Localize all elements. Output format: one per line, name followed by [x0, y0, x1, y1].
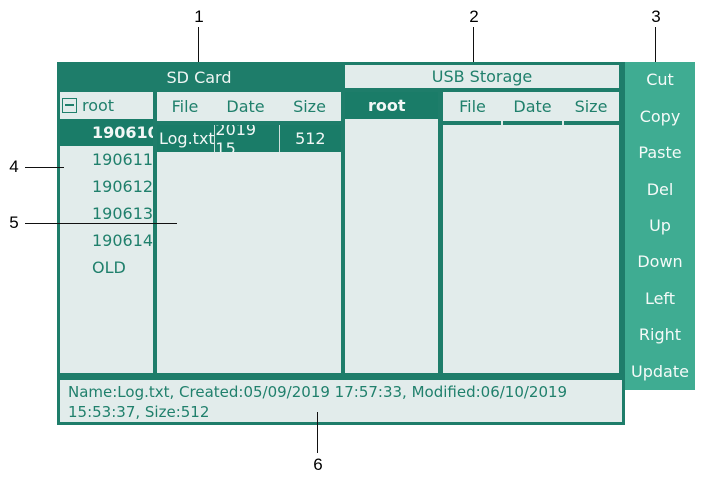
- sd-file-row-logtxt[interactable]: Log.txt 2019 15 512: [157, 125, 341, 152]
- file-size-cell: 512: [278, 125, 341, 152]
- callout-1: 1: [194, 7, 204, 26]
- cut-button[interactable]: Cut: [646, 70, 674, 90]
- callout-6: 6: [313, 455, 323, 474]
- right-button[interactable]: Right: [638, 325, 682, 345]
- sd-tree-item-190613[interactable]: 190613: [92, 204, 153, 223]
- file-name-cell: Log.txt: [159, 129, 215, 148]
- callout-2: 2: [469, 7, 479, 26]
- sd-tree-root-label: root: [82, 96, 115, 115]
- usb-col-date: Date: [513, 97, 552, 116]
- callout-5-line: [25, 223, 177, 225]
- paste-button[interactable]: Paste: [638, 143, 682, 163]
- copy-button[interactable]: Copy: [639, 106, 681, 126]
- sd-tree-item-190614[interactable]: 190614: [92, 231, 153, 250]
- usb-file-list: File Date Size: [443, 92, 619, 373]
- usb-tree-root[interactable]: root: [345, 92, 438, 119]
- file-date-cell: 2019 15: [214, 125, 278, 152]
- usb-storage-tab[interactable]: USB Storage: [345, 65, 619, 88]
- callout-4: 4: [9, 157, 19, 176]
- callout-6-line: [317, 412, 319, 453]
- callout-3: 3: [651, 7, 661, 26]
- callout-1-line: [198, 27, 200, 63]
- callout-4-line: [25, 167, 64, 169]
- usb-col-size: Size: [574, 97, 608, 116]
- left-button[interactable]: Left: [644, 288, 676, 308]
- sd-tree-item-190612[interactable]: 190612: [92, 177, 153, 196]
- collapse-minus-icon[interactable]: [62, 98, 77, 113]
- action-button-panel: Cut Copy Paste Del Up Down Left Right Up…: [625, 62, 695, 390]
- sd-tree-item-190611[interactable]: 190611: [92, 150, 153, 169]
- status-bar: Name:Log.txt, Created:05/09/2019 17:57:3…: [60, 380, 622, 422]
- sd-file-list: File Date Size Log.txt 2019 15 512: [157, 92, 341, 373]
- update-button[interactable]: Update: [631, 361, 689, 381]
- usb-file-list-header: File Date Size: [443, 92, 619, 125]
- down-button[interactable]: Down: [637, 252, 683, 272]
- sd-col-file: File: [171, 97, 199, 116]
- file-manager-window: SD Card USB Storage root 190610 190611 1…: [57, 62, 625, 425]
- sd-tree-panel: root 190610 190611 190612 190613 190614 …: [60, 92, 153, 373]
- up-button[interactable]: Up: [649, 215, 671, 235]
- callout-2-line: [473, 27, 475, 63]
- usb-col-file: File: [459, 97, 486, 116]
- usb-tree-panel: root: [345, 92, 438, 373]
- sd-tree-item-old[interactable]: OLD: [92, 258, 126, 277]
- sd-tree-item-190610[interactable]: 190610: [60, 119, 153, 146]
- sd-file-list-header: File Date Size: [157, 92, 341, 125]
- callout-3-line: [655, 27, 657, 63]
- sd-col-date: Date: [226, 97, 265, 116]
- column-tick: [501, 121, 503, 128]
- sd-tree-root[interactable]: root: [60, 92, 153, 119]
- column-tick: [562, 121, 564, 128]
- del-button[interactable]: Del: [646, 179, 674, 199]
- sd-card-tab[interactable]: SD Card: [166, 67, 232, 87]
- callout-5: 5: [9, 213, 19, 232]
- sd-col-size: Size: [293, 97, 326, 116]
